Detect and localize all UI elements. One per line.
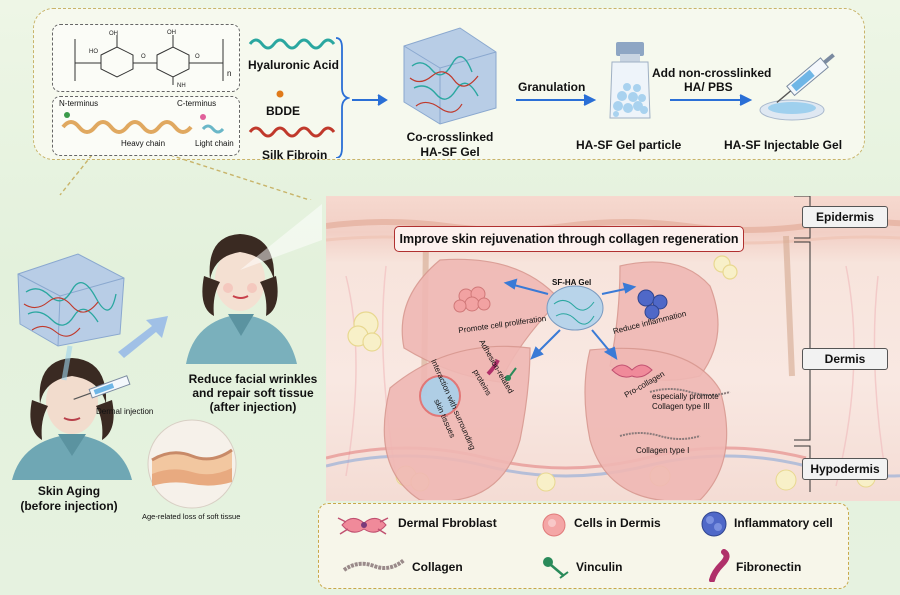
panel-callout-lines	[59, 154, 312, 200]
gel-cube-icon	[17, 253, 125, 347]
inflammatory-cell-icon	[701, 511, 727, 537]
svg-text:O: O	[141, 54, 146, 60]
reduce-wrinkles-label-3: (after injection)	[209, 400, 297, 414]
fibronectin-icon	[709, 549, 730, 582]
repeat-n-label: n	[227, 69, 232, 78]
legend-label-fibroblast: Dermal Fbroblast	[398, 516, 497, 530]
heavy-chain-label: Heavy chain	[121, 139, 166, 148]
arrow-icon	[516, 94, 597, 106]
petal-interaction	[383, 345, 531, 500]
gel-center	[546, 285, 604, 331]
co-crosslinked-label-2: HA-SF Gel	[420, 145, 480, 159]
epidermis-tab: Epidermis	[802, 206, 888, 228]
combine-bracket	[335, 37, 350, 158]
collagen-i-label: Collagen type I	[636, 446, 690, 455]
hyaluronic-acid-label: Hyaluronic Acid	[248, 58, 339, 72]
vial-icon	[609, 42, 651, 119]
especially-label-1: especially promote	[652, 392, 719, 401]
especially-label-2: Collagen type III	[652, 402, 710, 411]
gel-cube-icon	[403, 27, 497, 125]
vinculin-icon	[543, 557, 569, 579]
syringe-dish-icon	[759, 53, 835, 121]
c-terminus-label: C-terminus	[177, 99, 217, 108]
granulation-label: Granulation	[518, 80, 586, 94]
rejuvenation-banner: Improve skin rejuvenation through collag…	[394, 226, 744, 252]
svg-text:OH: OH	[109, 31, 118, 37]
injectable-gel-label: HA-SF Injectable Gel	[724, 138, 843, 152]
hypodermis-tab: Hypodermis	[802, 458, 888, 480]
arrow-icon	[670, 94, 753, 106]
add-label-2: HA/ PBS	[684, 80, 733, 94]
svg-text:HO: HO	[89, 49, 98, 55]
layer-brackets	[794, 196, 811, 492]
co-crosslinked-label-1: Co-crosslinked	[406, 130, 494, 144]
legend-label-collagen: Collagen	[412, 560, 463, 574]
silk-fibroin-chain-icon	[61, 112, 225, 134]
tissue-loss-icon	[147, 419, 237, 509]
svg-text:O: O	[195, 54, 200, 60]
add-label-1: Add non-crosslinked	[652, 66, 772, 80]
legend-label-vinculin: Vinculin	[576, 560, 623, 574]
reduce-wrinkles-label-2: and repair soft tissue	[192, 386, 314, 400]
ha-strand	[248, 38, 336, 50]
fibroblast-icon	[337, 517, 389, 535]
silk-fibroin-label: Silk Fibroin	[262, 148, 328, 162]
skin-aging-label: Skin Aging	[37, 484, 101, 498]
dermis-cell-icon	[542, 513, 566, 537]
legend-box	[318, 503, 849, 589]
ha-molecule-box: OH HO OH O O NH n	[52, 24, 240, 92]
woman-before-figure	[12, 345, 132, 480]
light-beam	[240, 204, 322, 270]
svg-text:OH: OH	[167, 30, 176, 36]
age-loss-label: Age-related loss of soft tissue	[142, 512, 241, 521]
ha-structure-icon: OH HO OH O O NH	[74, 30, 224, 89]
dermis-tab: Dermis	[802, 348, 888, 370]
collagen-icon	[342, 558, 406, 572]
progress-arrow-icon	[118, 316, 168, 358]
sf-strand	[248, 126, 336, 138]
dermal-injection-label: Dermal injection	[96, 407, 154, 416]
strands-and-bracket	[248, 37, 350, 158]
petal-collagen	[584, 347, 728, 500]
reduce-wrinkles-label-1: Reduce facial wrinkles	[188, 372, 318, 386]
legend-label-inflammatory: Inflammatory cell	[734, 516, 833, 530]
gel-particle-label: HA-SF Gel particle	[576, 138, 682, 152]
bdde-dot	[276, 90, 284, 98]
mechanism-petals	[383, 258, 731, 500]
svg-text:NH: NH	[177, 83, 186, 89]
arrow-icon	[352, 94, 388, 106]
dermal-injection-syringe-icon	[73, 375, 131, 400]
light-chain-label: Light chain	[195, 139, 234, 148]
sf-chain-box: N-terminus C-terminus Heavy chain Light …	[52, 96, 240, 156]
bdde-label: BDDE	[266, 104, 301, 118]
legend-label-dermis-cell: Cells in Dermis	[574, 516, 661, 530]
legend-label-fibronectin: Fibronectin	[736, 560, 802, 574]
n-terminus-label: N-terminus	[59, 99, 99, 108]
gel-center-label: SF-HA Gel	[552, 278, 592, 287]
before-injection-label: (before injection)	[20, 499, 118, 513]
